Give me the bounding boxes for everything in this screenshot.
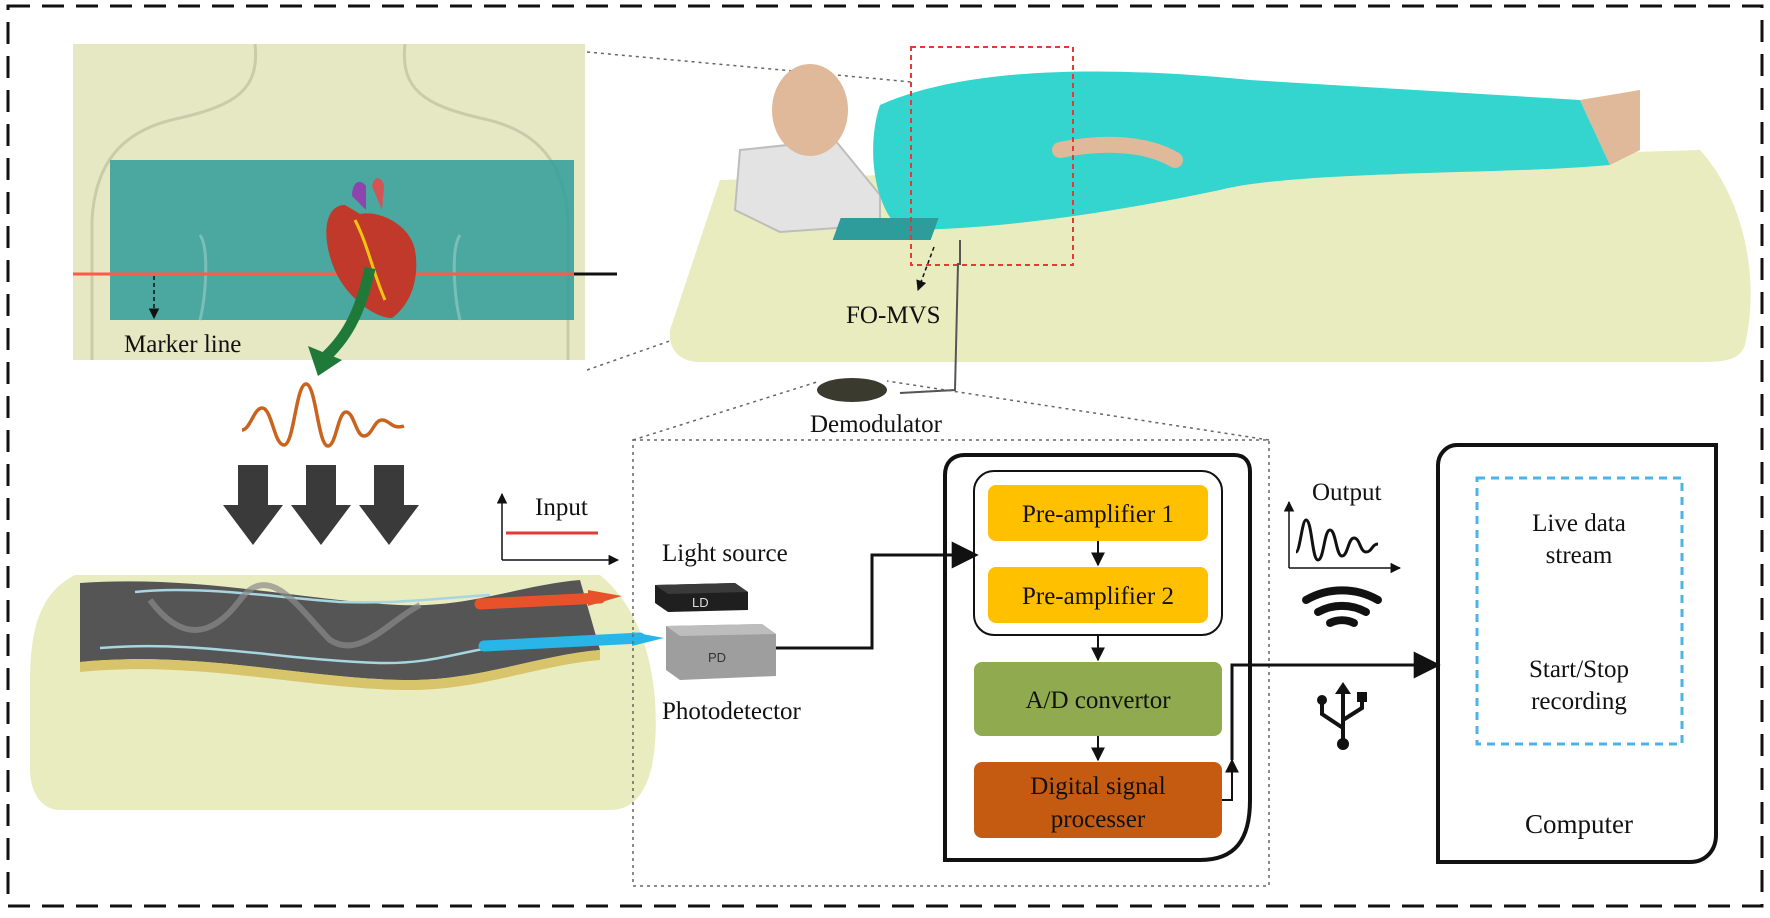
demodulator-detail-box xyxy=(632,439,1270,887)
circuit-board-outline xyxy=(943,453,1252,862)
demodulator-icon xyxy=(817,378,887,402)
fo-mvs-sensor xyxy=(832,218,939,240)
down-arrow-3 xyxy=(359,465,419,545)
green-arrow xyxy=(318,266,376,365)
chest-inset: Marker line xyxy=(73,43,617,376)
demod-zoom-right xyxy=(886,380,1270,441)
ld-tag: LD xyxy=(692,595,709,610)
photodetector-device: PD Photodetector xyxy=(662,624,802,725)
fo-mvs-pointer xyxy=(916,246,935,291)
output-graph: Output xyxy=(1283,479,1402,574)
blue-arrow-head xyxy=(632,632,664,646)
computer-label: Computer xyxy=(1525,809,1633,839)
live-data-stream-line2: stream xyxy=(1546,542,1613,569)
fiber-coil xyxy=(147,582,422,649)
live-data-stream-line1: Live data xyxy=(1532,510,1626,537)
pd-tag: PD xyxy=(708,650,726,665)
ad-convertor-block xyxy=(974,662,1222,736)
start-stop-recording-line2: recording xyxy=(1531,688,1627,715)
pressure-arrows xyxy=(223,465,419,545)
patient-feet xyxy=(1580,90,1640,165)
pre-amplifier-2-label: Pre-amplifier 2 xyxy=(1022,583,1174,610)
pre-amplifier-1-block xyxy=(988,485,1208,541)
down-arrow-2 xyxy=(291,465,351,545)
output-label: Output xyxy=(1312,479,1382,506)
dsp-block xyxy=(974,762,1222,838)
patient-head xyxy=(772,64,848,156)
fiber-lower xyxy=(99,644,491,665)
pd-box-top xyxy=(666,624,776,636)
sensor-sheet-edge xyxy=(80,650,600,690)
input-graph: Input xyxy=(496,492,620,566)
computer: Live data stream Start/Stop recording Co… xyxy=(1436,443,1718,864)
light-source-label: Light source xyxy=(662,540,788,567)
sensor-mat-illustration xyxy=(30,575,664,810)
zoom-line-top xyxy=(586,51,913,83)
fo-mvs-label: FO-MVS xyxy=(846,302,940,329)
circuit-board: Pre-amplifier 1 Pre-amplifier 2 A/D conv… xyxy=(943,453,1252,862)
focus-box xyxy=(910,46,1074,266)
pd-box xyxy=(666,624,776,680)
patient-hand xyxy=(1052,136,1183,168)
demod-zoom-left xyxy=(632,380,821,441)
ad-convertor-label: A/D convertor xyxy=(1025,687,1171,714)
sensor-cable xyxy=(899,240,961,394)
fiber-red xyxy=(474,592,606,610)
computer-screen xyxy=(1475,476,1684,746)
pre-amplifier-1-label: Pre-amplifier 1 xyxy=(1022,501,1174,528)
dsp-label-line2: processer xyxy=(1051,806,1146,833)
marker-line-label: Marker line xyxy=(124,331,241,358)
demodulator-label: Demodulator xyxy=(810,411,943,438)
usb-icon xyxy=(1317,682,1367,750)
ribs-outline xyxy=(198,234,462,321)
wifi-icon xyxy=(1302,586,1382,627)
dsp-output-arrow xyxy=(1222,758,1239,801)
red-arrow-head xyxy=(588,590,622,606)
down-arrow-1 xyxy=(223,465,283,545)
ld-box-top xyxy=(655,583,748,594)
green-arrow-head xyxy=(308,346,342,376)
patient-gown xyxy=(873,71,1610,230)
pd-to-preamp-wire xyxy=(776,541,979,650)
vibration-waveform xyxy=(241,382,405,448)
input-label: Input xyxy=(535,494,588,521)
heart-icon xyxy=(326,178,417,318)
sensor-sheet xyxy=(80,580,600,680)
circuit-to-computer-wire xyxy=(1230,651,1441,760)
photodetector-label: Photodetector xyxy=(662,698,802,725)
fiber-upper xyxy=(134,588,491,604)
fiber-blue xyxy=(478,632,646,652)
output-waveform xyxy=(1294,518,1379,562)
pre-amplifier-2-block xyxy=(988,567,1208,623)
dsp-label-line1: Digital signal xyxy=(1030,773,1165,800)
computer-outline xyxy=(1436,443,1718,864)
patient-scene: FO-MVS Demodulator xyxy=(669,46,1751,438)
light-source-device: Light source LD xyxy=(655,540,788,612)
start-stop-recording-line1: Start/Stop xyxy=(1529,656,1629,683)
